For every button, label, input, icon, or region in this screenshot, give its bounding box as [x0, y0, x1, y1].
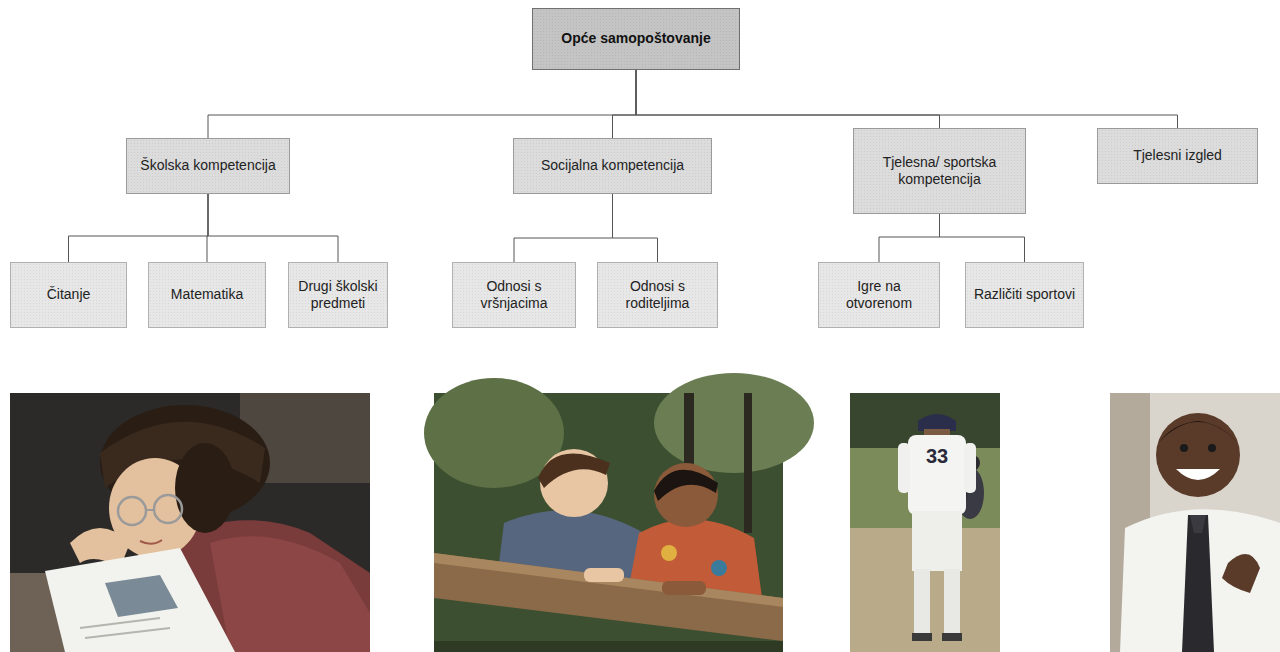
tree-connector: [613, 70, 637, 138]
competence-box: Socijalna kompetencija: [513, 138, 712, 194]
tree-connector: [636, 70, 1178, 128]
reading-photo: [10, 393, 370, 652]
tree-connector: [879, 214, 940, 262]
subdomain-box: Odnosi s vršnjacima: [452, 262, 576, 328]
tree-connector: [940, 214, 1025, 262]
competence-box: Tjelesni izgled: [1097, 128, 1258, 184]
node-text: Čitanje: [47, 286, 91, 303]
node-text: Tjelesna/ sportska kompetencija: [861, 154, 1018, 188]
tree-connector: [514, 194, 613, 262]
subdomain-box: Drugi školski predmeti: [288, 262, 388, 328]
friends-photo: [424, 373, 814, 652]
subdomain-box: Odnosi s roditeljima: [597, 262, 718, 328]
subdomain-box: Matematika: [148, 262, 266, 328]
node-text: Različiti sportovi: [974, 286, 1075, 303]
subdomain-box: Različiti sportovi: [965, 262, 1084, 328]
node-text: Školska kompetencija: [140, 157, 275, 174]
jersey-number: 33: [917, 446, 957, 466]
node-text: Opće samopoštovanje: [561, 30, 710, 47]
node-text: Matematika: [171, 286, 243, 303]
tree-connector: [636, 70, 940, 128]
tree-connector: [208, 70, 636, 138]
node-text: Odnosi s roditeljima: [605, 278, 710, 312]
competence-box: Tjelesna/ sportska kompetencija: [853, 128, 1026, 214]
baseball-photo: [850, 393, 1000, 652]
node-text: Odnosi s vršnjacima: [460, 278, 568, 312]
node-text: Drugi školski predmeti: [296, 278, 380, 312]
root-box: Opće samopoštovanje: [532, 8, 740, 70]
subdomain-box: Čitanje: [10, 262, 127, 328]
node-text: Socijalna kompetencija: [541, 157, 684, 174]
appearance-photo: [1110, 393, 1280, 652]
tree-connector: [613, 194, 658, 262]
tree-connector: [208, 194, 338, 262]
tree-connector: [69, 194, 209, 262]
node-text: Tjelesni izgled: [1133, 147, 1222, 164]
competence-box: Školska kompetencija: [126, 138, 290, 194]
node-text: Igre na otvorenom: [826, 278, 932, 312]
subdomain-box: Igre na otvorenom: [818, 262, 940, 328]
